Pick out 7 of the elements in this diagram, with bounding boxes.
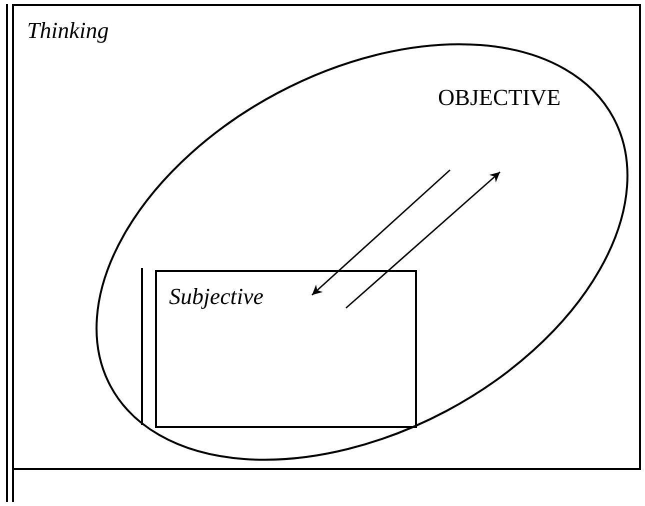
rectangle-box: [155, 270, 417, 428]
title-text: Thinking: [27, 18, 109, 44]
arrow: [312, 169, 450, 296]
heading-text: OBJECTIVE: [438, 85, 561, 111]
title-text: Subjective: [169, 284, 264, 310]
arrow: [346, 171, 500, 309]
frame-box: [13, 4, 641, 470]
